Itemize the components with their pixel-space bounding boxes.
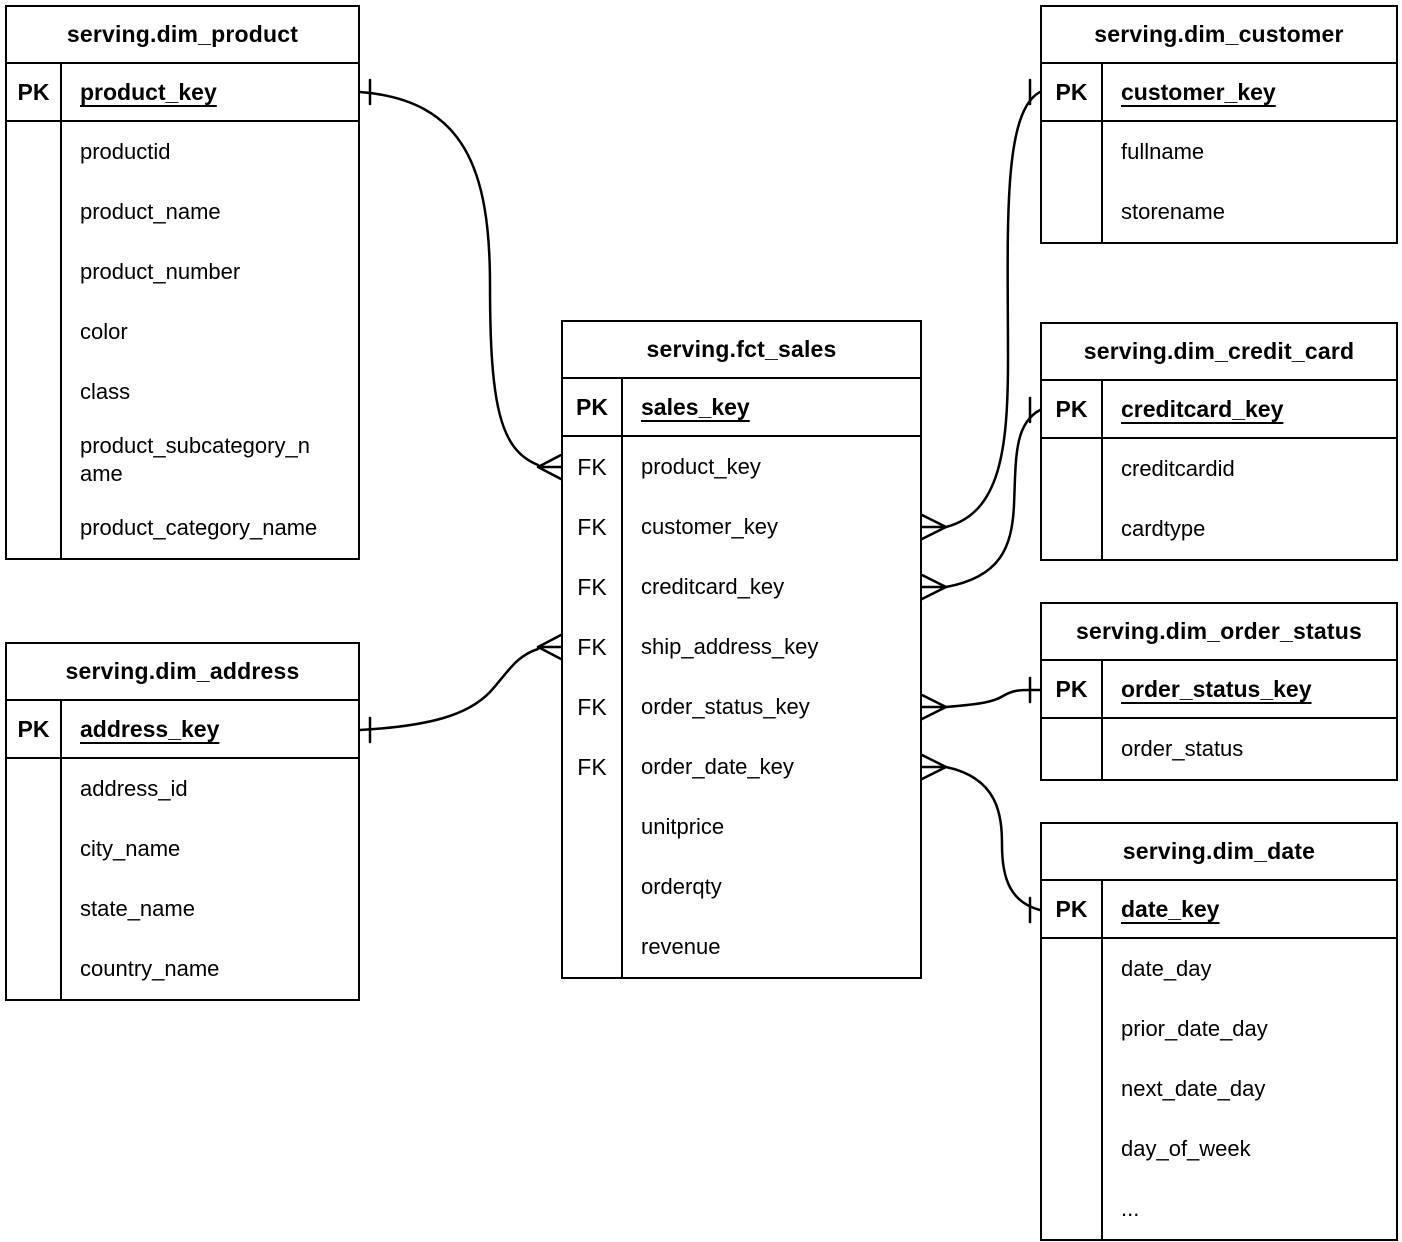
field: orderqty bbox=[641, 874, 722, 899]
field: color bbox=[80, 319, 128, 344]
field: date_day bbox=[1121, 956, 1212, 981]
wire bbox=[944, 688, 1042, 709]
crow-foot-many-icon bbox=[536, 633, 563, 661]
table-dim-date: serving.dim_date PK date_key date_day pr… bbox=[1040, 822, 1398, 1241]
field: day_of_week bbox=[1121, 1136, 1251, 1161]
field: unitprice bbox=[641, 814, 725, 839]
pk-label: PK bbox=[7, 64, 62, 122]
field: productid bbox=[80, 139, 171, 164]
fk-label: FK bbox=[563, 437, 623, 497]
field: product_key bbox=[641, 454, 761, 479]
field: address_id bbox=[80, 776, 188, 801]
relationship-product-key bbox=[358, 78, 563, 481]
pk-field: sales_key bbox=[641, 393, 750, 420]
field: revenue bbox=[641, 934, 721, 959]
pk-field: address_key bbox=[80, 715, 220, 742]
table-fct-sales: serving.fct_sales PK sales_key FK produc… bbox=[561, 320, 922, 979]
table-dim-address: serving.dim_address PK address_key addre… bbox=[5, 642, 360, 1001]
field: ... bbox=[1121, 1196, 1140, 1221]
table-title: serving.dim_date bbox=[1042, 824, 1396, 881]
field: state_name bbox=[80, 896, 195, 921]
table-dim-order-status: serving.dim_order_status PK order_status… bbox=[1040, 602, 1398, 781]
wire bbox=[944, 765, 1042, 912]
table-title: serving.fct_sales bbox=[563, 322, 920, 379]
field: order_date_key bbox=[641, 754, 794, 779]
field: fullname bbox=[1121, 139, 1205, 164]
crow-foot-many-icon bbox=[920, 753, 948, 781]
field: country_name bbox=[80, 956, 220, 981]
table-title: serving.dim_address bbox=[7, 644, 358, 701]
fk-label: FK bbox=[563, 677, 623, 737]
relationship-creditcard-key bbox=[920, 396, 1042, 601]
field: class bbox=[80, 379, 131, 404]
field: creditcard_key bbox=[641, 574, 785, 599]
field: prior_date_day bbox=[1121, 1016, 1268, 1041]
field: order_status_key bbox=[641, 694, 810, 719]
field: product_name bbox=[80, 199, 221, 224]
field: order_status bbox=[1121, 736, 1244, 761]
pk-field: order_status_key bbox=[1121, 675, 1312, 702]
wire bbox=[358, 90, 540, 467]
field: product_number bbox=[80, 259, 241, 284]
table-title: serving.dim_order_status bbox=[1042, 604, 1396, 661]
field: product_subcategory_name bbox=[80, 432, 310, 486]
field: city_name bbox=[80, 836, 181, 861]
wire bbox=[358, 647, 540, 732]
pk-label: PK bbox=[563, 379, 623, 437]
fk-label: FK bbox=[563, 737, 623, 797]
field: customer_key bbox=[641, 514, 778, 539]
table-title: serving.dim_product bbox=[7, 7, 358, 64]
pk-label: PK bbox=[1042, 661, 1103, 719]
table-dim-customer: serving.dim_customer PK customer_key ful… bbox=[1040, 5, 1398, 244]
pk-label: PK bbox=[1042, 881, 1103, 939]
table-dim-product: serving.dim_product PK product_key produ… bbox=[5, 5, 360, 560]
relationship-customer-key bbox=[920, 78, 1042, 541]
crow-foot-many-icon bbox=[536, 453, 563, 481]
crow-foot-many-icon bbox=[920, 513, 948, 541]
field: storename bbox=[1121, 199, 1225, 224]
table-title: serving.dim_credit_card bbox=[1042, 324, 1396, 381]
wire bbox=[944, 408, 1042, 589]
field: creditcardid bbox=[1121, 456, 1235, 481]
pk-field: date_key bbox=[1121, 895, 1220, 922]
field: ship_address_key bbox=[641, 634, 819, 659]
pk-field: customer_key bbox=[1121, 78, 1276, 105]
wire bbox=[944, 90, 1042, 529]
pk-label: PK bbox=[1042, 64, 1103, 122]
crow-foot-many-icon bbox=[920, 573, 948, 601]
relationship-order-status-key bbox=[920, 676, 1042, 721]
fk-label: FK bbox=[563, 617, 623, 677]
relationship-order-date-key bbox=[920, 753, 1042, 924]
fk-label: FK bbox=[563, 557, 623, 617]
relationship-ship-address-key bbox=[358, 633, 563, 744]
crow-foot-many-icon bbox=[920, 693, 948, 721]
field: cardtype bbox=[1121, 516, 1206, 541]
table-title: serving.dim_customer bbox=[1042, 7, 1396, 64]
pk-label: PK bbox=[1042, 381, 1103, 439]
table-dim-credit-card: serving.dim_credit_card PK creditcard_ke… bbox=[1040, 322, 1398, 561]
pk-field: product_key bbox=[80, 78, 217, 105]
pk-field: creditcard_key bbox=[1121, 395, 1284, 422]
pk-label: PK bbox=[7, 701, 62, 759]
fk-label: FK bbox=[563, 497, 623, 557]
field: product_category_name bbox=[80, 515, 318, 540]
field: next_date_day bbox=[1121, 1076, 1266, 1101]
